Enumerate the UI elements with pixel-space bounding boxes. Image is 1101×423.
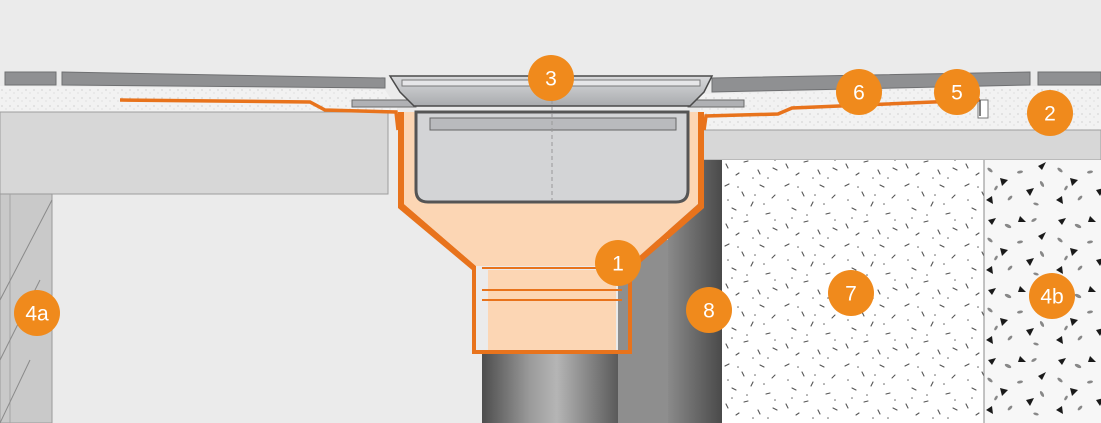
svg-text:5: 5	[951, 82, 963, 105]
callout-7: 7	[828, 270, 874, 316]
callout-1: 1	[595, 240, 641, 286]
callout-3: 3	[528, 55, 574, 101]
callout-4a: 4a	[14, 290, 60, 336]
svg-text:3: 3	[545, 68, 557, 91]
svg-text:7: 7	[845, 283, 857, 306]
screed-layer	[0, 86, 1101, 130]
drain-pipe	[482, 350, 618, 423]
concrete-slab	[0, 111, 1101, 195]
svg-text:6: 6	[853, 82, 865, 105]
svg-text:1: 1	[612, 253, 624, 276]
callout-8: 8	[686, 287, 732, 333]
callout-2: 2	[1027, 90, 1073, 136]
callout-4b: 4b	[1029, 273, 1075, 319]
callout-6: 6	[836, 69, 882, 115]
svg-text:4b: 4b	[1040, 286, 1063, 309]
svg-text:4a: 4a	[25, 303, 49, 326]
svg-text:8: 8	[703, 300, 715, 323]
callout-5: 5	[934, 69, 980, 115]
svg-text:2: 2	[1044, 103, 1056, 126]
